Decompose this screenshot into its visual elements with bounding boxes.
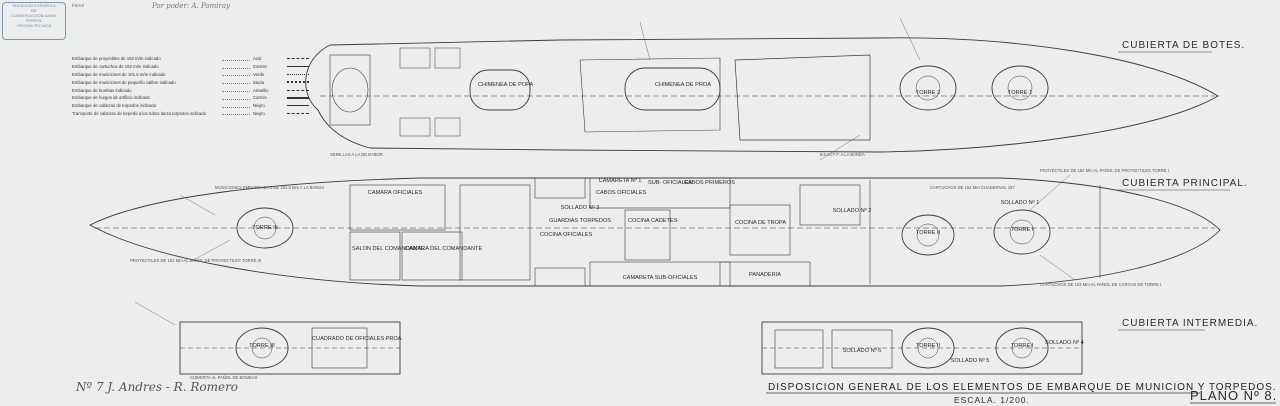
stamp-line: DE	[31, 8, 37, 13]
annotation-note: PROYECTILES DE 152 Mm AL PAÑOL DE PROYEC…	[130, 258, 262, 263]
room-camareta-suboficiales: CAMARETA SUB-OFICIALES	[622, 275, 698, 281]
room-cabos-primeros: CABOS PRIMEROS	[684, 180, 735, 186]
legend-text: Embarque de municiones de 101.6 m/m indi…	[72, 71, 166, 77]
room-camareta-1: CAMARETA Nº 1	[598, 178, 642, 184]
annotation-note: CARTUCHOS DE 152 Mm AL PAÑOL DE CARGAS D…	[1040, 282, 1162, 287]
annotation-note: PROYECTILES DE 152 Mm AL PAÑOL DE PROYEC…	[1040, 168, 1169, 173]
legend-text: Embarque de cartuchos de 152 m/m indicad…	[72, 64, 159, 70]
room-torre-2-intermedia: TORRE II	[915, 343, 941, 349]
stamp-line: FERROL	[25, 18, 43, 23]
funnel-fore	[624, 67, 721, 111]
legend-color: Verde	[253, 71, 265, 77]
drawing-scale: ESCALA. 1/200.	[954, 395, 1030, 405]
legend-row: Embarque de cartuchos de 152 m/m indicad…	[72, 63, 312, 71]
room-sollado-1: SOLLADO Nº 1	[1000, 200, 1040, 206]
stamp-line: SOCIEDAD ESPAÑOLA	[12, 3, 56, 8]
legend-text: Embarque de municiones de pequeño calibr…	[72, 79, 176, 85]
room-sollado-5: SOLLADO Nº 5	[950, 358, 990, 364]
room-cocina-oficiales: COCINA OFICIALES	[540, 232, 593, 238]
legend-text: Embarque de cabezas de torpedos indicado	[72, 103, 157, 109]
bottom-signature: Nº 7 J. Andres - R. Romero	[76, 380, 239, 394]
room-torre-2-principal: TORRE II	[915, 230, 941, 236]
annotation-note: MUNICIONES EMBARCADAS DE 101.6 Mm A LA B…	[215, 185, 325, 190]
room-sub-oficiales: SUB- OFICIALES	[648, 180, 693, 186]
deck-title-botes: CUBIERTA DE BOTES.	[1122, 40, 1246, 51]
room-sollado-4: SOLLADO Nº 4	[1045, 340, 1084, 346]
room-salon-comandante: SALON DEL COMANDANTE	[352, 246, 425, 252]
turret-1-main	[993, 209, 1051, 255]
room-guardias-torpedos: GUARDIAS TORPEDOS	[549, 218, 611, 224]
legend-row: Embarque de municiones de pequeño calibr…	[72, 78, 312, 86]
turret-1-boat	[991, 65, 1049, 111]
legend-color: Carmin	[253, 95, 267, 101]
turret-2-main	[901, 214, 955, 256]
annotation-note: CUBIERTA AL PAÑOL DE BOMBAS	[190, 375, 258, 380]
room-panaderia: PANADERIA	[749, 272, 781, 278]
legend-color: Amarillo	[253, 87, 269, 93]
room-camara-oficiales: CAMARA OFICIALES	[367, 190, 423, 196]
legend-color: Sepia	[253, 79, 264, 85]
legend-text: Embarque de bombas indicado	[72, 87, 132, 93]
drawing-title: DISPOSICION GENERAL DE LOS ELEMENTOS DE …	[768, 382, 1277, 393]
top-signature: Por poder: A. Pomiray	[152, 2, 230, 10]
room-sollado-2: SOLLADO Nº 2	[832, 208, 872, 214]
legend-color: Negro	[253, 110, 265, 116]
room-torre-3-principal: TORRE III	[252, 225, 278, 231]
room-cuadrado-oficiales: CUADRADO DE OFICIALES PROA	[312, 336, 402, 342]
turret-3-main	[236, 207, 294, 249]
annotation-note: 8.6 ACT P. A LA BANDA	[820, 152, 865, 157]
room-torre-1-intermedia: TORRE I	[1010, 343, 1034, 349]
deck-title-intermedia: CUBIERTA INTERMEDIA.	[1122, 318, 1259, 329]
stamp-line: OFICINA TECNICA	[16, 23, 52, 28]
plan-number: PLANO Nº 8.	[1190, 388, 1278, 403]
legend: Embarque de proyectiles de 152 m/m indic…	[72, 55, 312, 117]
turret-2-boat	[899, 65, 957, 111]
room-cocina-cadetes: COCINA CADETES	[628, 218, 678, 224]
room-camara-comandante: CAMARA DEL COMANDANTE	[405, 246, 483, 252]
legend-color: Carmin	[253, 64, 267, 70]
boat-deck-hull	[305, 37, 1219, 153]
legend-text: Embarque de proyectiles de 152 m/m indic…	[72, 56, 161, 62]
room-torre-2-botes: TORRE 2	[915, 90, 941, 96]
room-cocina-tropa: COCINA DE TROPA	[735, 220, 787, 226]
legend-row: Embarque de municiones de 101.6 m/m indi…	[72, 71, 312, 79]
legend-text: Transporte de cabezas de torpedo a los t…	[72, 110, 207, 116]
legend-row: Embarque de bombas indicado Amarillo	[72, 86, 312, 94]
room-chimenea-popa: CHIMENEA DE POPA	[478, 82, 534, 88]
legend-row: Embarque de fuegos de artificio indicado…	[72, 94, 312, 102]
legend-row: Embarque de proyectiles de 152 m/m indic…	[72, 55, 312, 63]
legend-text: Embarque de fuegos de artificio indicado	[72, 95, 150, 101]
legend-row: Embarque de cabezas de torpedos indicado…	[72, 102, 312, 110]
legend-color: Azul	[253, 56, 262, 62]
room-sollado-6: SOLLADO Nº 6	[842, 348, 882, 354]
funnel-aft	[469, 69, 531, 111]
main-deck-hull	[89, 177, 1221, 287]
room-torre-1-botes: TORRE 1	[1007, 90, 1033, 96]
annotation-note: CARTUCHOS DE 152 Mm CUADERNAL 157	[930, 185, 1015, 190]
annotation-note: SEMILLAS A LA DE BABOR	[330, 152, 383, 157]
room-torre-3-intermedia: TORRE III	[249, 343, 275, 349]
legend-row: Transporte de cabezas de torpedo a los t…	[72, 110, 312, 118]
room-torre-1-principal: TORRE I	[1010, 227, 1034, 233]
room-chimenea-proa: CHIMENEA DE PROA	[655, 82, 711, 88]
office-stamp: SOCIEDAD ESPAÑOLA DE CONSTRUCCION NAVAL …	[2, 2, 66, 40]
deck-title-principal: CUBIERTA PRINCIPAL.	[1122, 178, 1248, 189]
room-sollado-3: SOLLADO Nº 3	[560, 205, 600, 211]
legend-color: Negro	[253, 103, 265, 109]
room-cabos-oficiales: CABOS OFICIALES	[596, 190, 647, 196]
sheet-label: Ferrol	[72, 3, 84, 8]
stamp-line: CONSTRUCCION NAVAL	[10, 13, 58, 18]
